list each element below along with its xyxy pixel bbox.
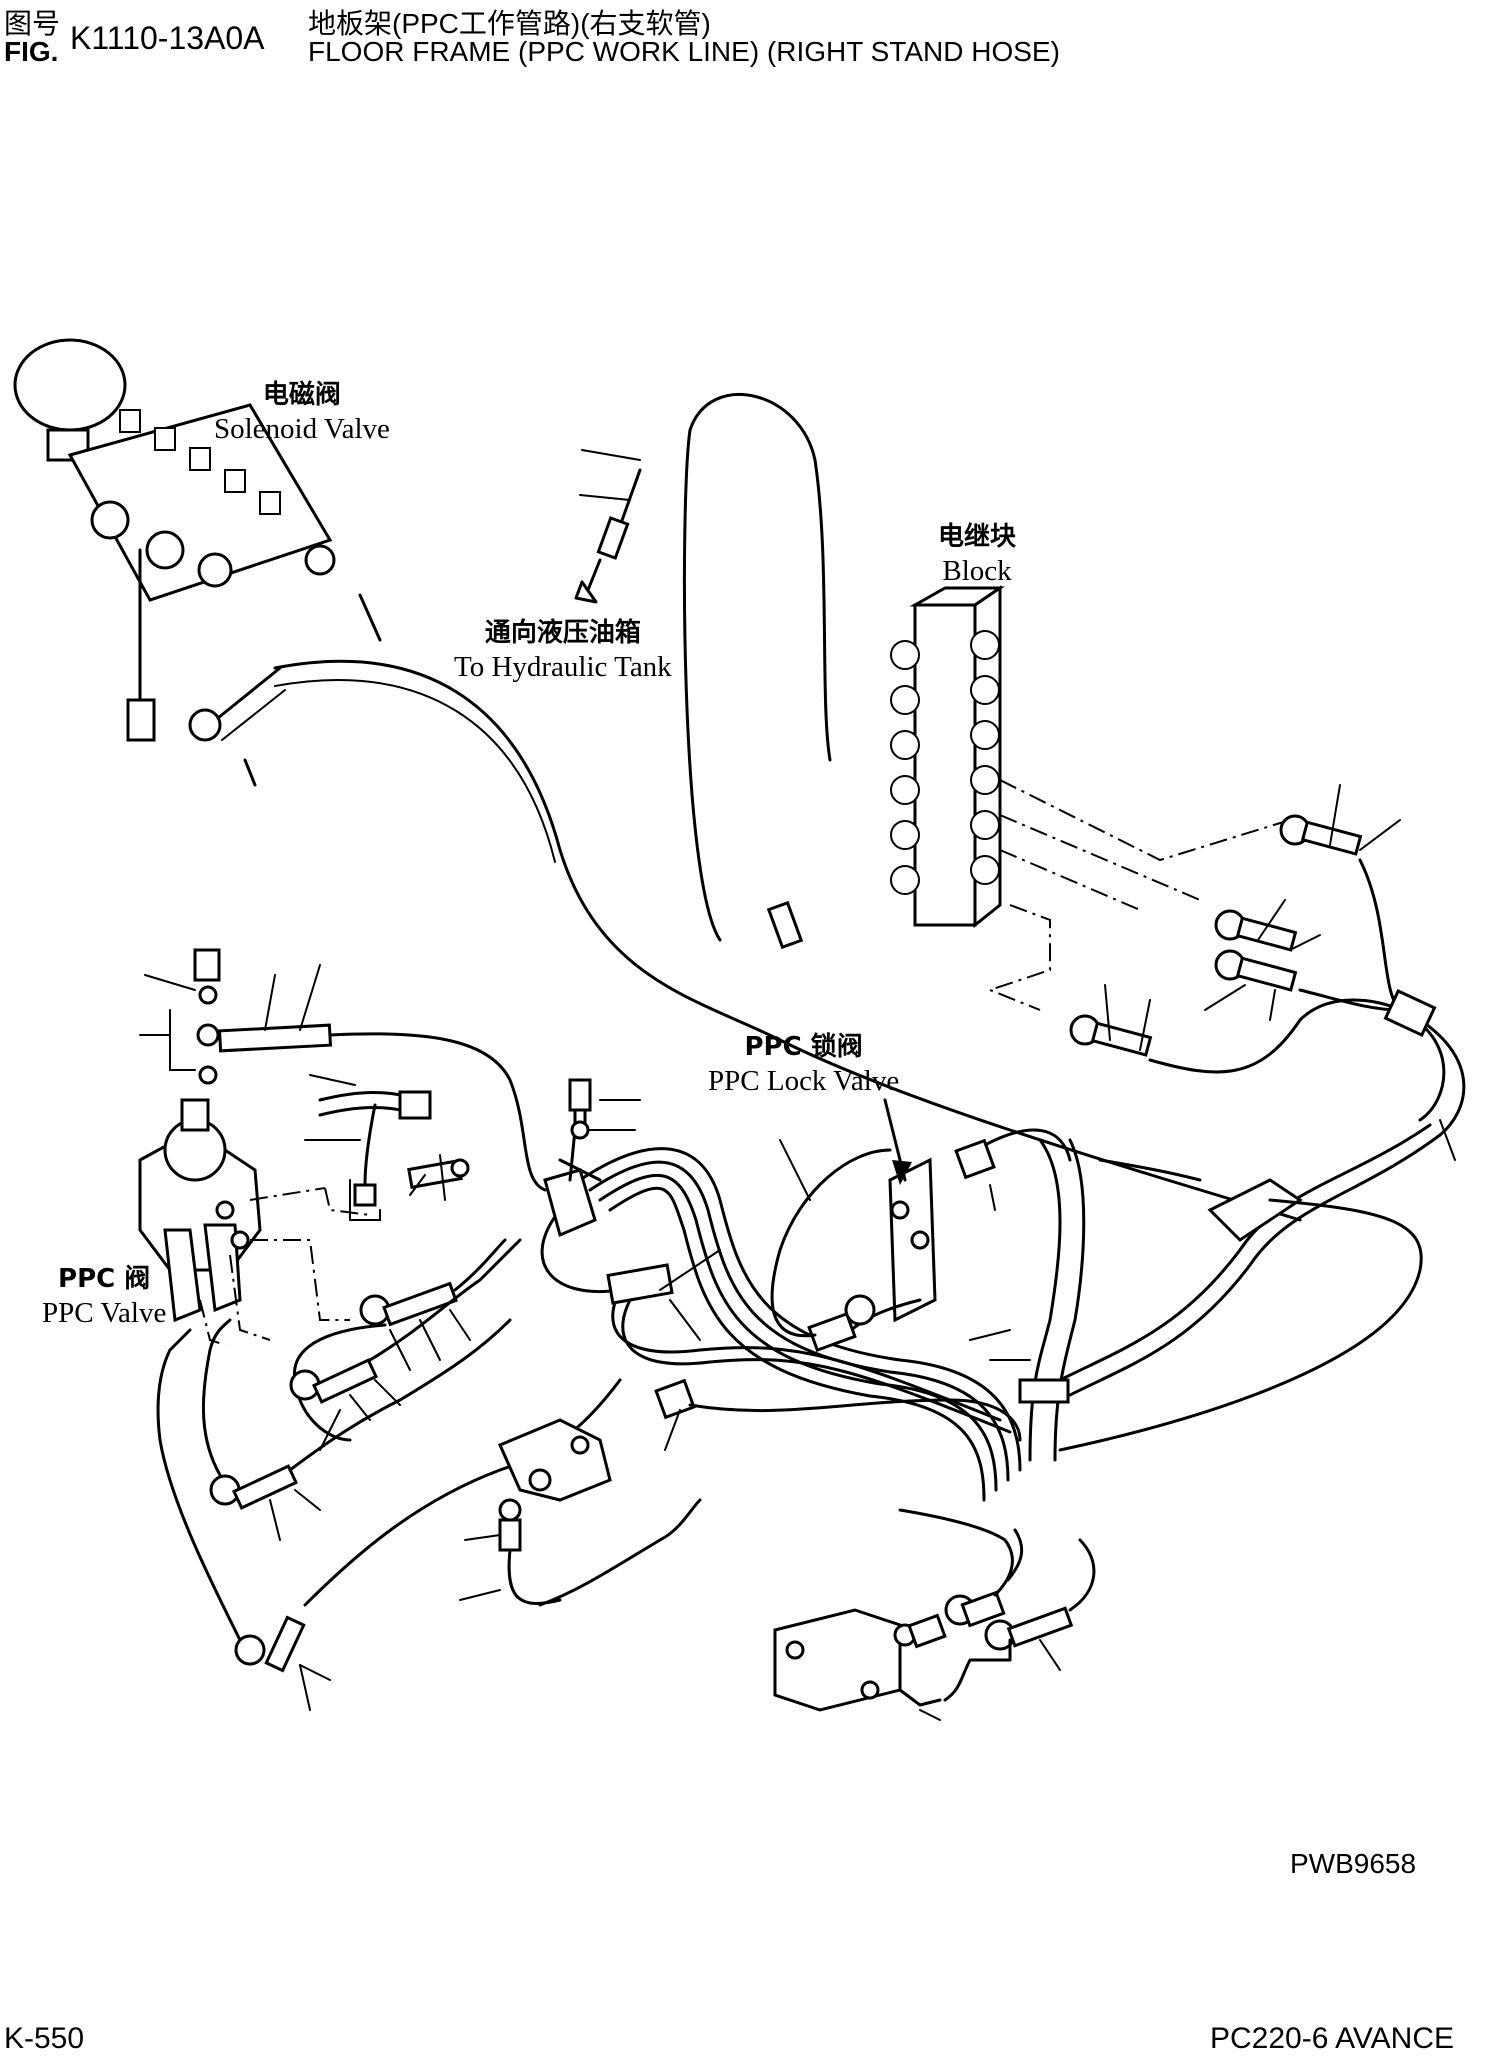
ppc-valve-label-en: PPC Valve <box>42 1297 167 1329</box>
block-label-en: Block <box>942 555 1012 587</box>
ppc-valve-label: PPC 阀 PPC Valve <box>42 1262 166 1330</box>
hydraulic-tank-label-en: To Hydraulic Tank <box>454 651 672 683</box>
ppc-lock-valve-label-en: PPC Lock Valve <box>708 1065 900 1097</box>
solenoid-valve-label-zh: 电磁阀 <box>262 380 341 410</box>
ppc-lock-valve-label-zh: PPC 锁阀 <box>744 1032 863 1062</box>
title-zh: 地板架(PPC工作管路)(右支软管) <box>308 8 711 39</box>
hydraulic-tank-label: 通向液压油箱 To Hydraulic Tank <box>454 616 672 684</box>
ppc-valve-drawing <box>138 1098 262 1323</box>
drawing-code: PWB9658 <box>1290 1848 1417 1879</box>
fig-number: K1110-13A0A <box>70 20 265 56</box>
solenoid-valve-label-en: Solenoid Valve <box>214 413 390 445</box>
solenoid-valve-label: 电磁阀 Solenoid Valve <box>214 378 390 446</box>
ppc-lock-valve-drawing <box>770 1098 1202 1462</box>
model-name: PC220-6 AVANCE <box>1210 2022 1454 2055</box>
solenoid-valve-drawing <box>13 338 336 787</box>
fig-label-en: FIG. <box>4 36 59 67</box>
block-label-zh: 电继块 <box>938 522 1017 552</box>
hydraulic-tank-label-zh: 通向液压油箱 <box>484 618 641 648</box>
page-number: K-550 <box>4 2022 85 2055</box>
title-en: FLOOR FRAME (PPC WORK LINE) (RIGHT STAND… <box>308 36 1060 67</box>
fig-label-zh: 图号 <box>4 8 61 39</box>
ppc-valve-label-zh: PPC 阀 <box>58 1264 151 1294</box>
ppc-lock-valve-label: PPC 锁阀 PPC Lock Valve <box>708 1030 899 1098</box>
block-drawing <box>890 585 1005 929</box>
block-label: 电继块 Block <box>938 520 1016 588</box>
